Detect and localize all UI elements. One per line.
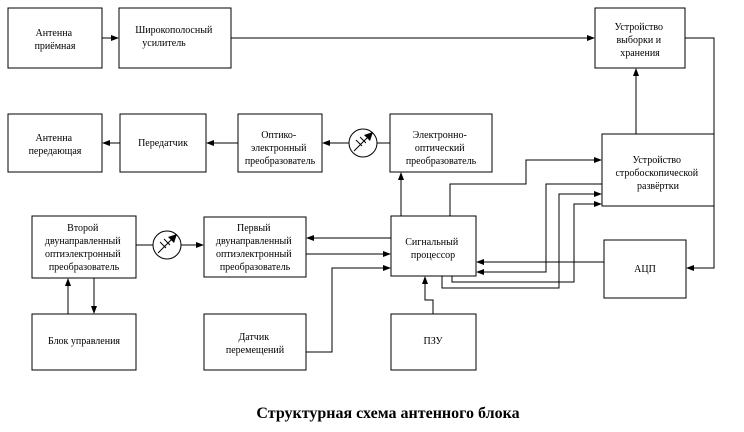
label-opto-electronic: Оптико- электронный преобразователь (245, 130, 316, 167)
conn-rom-processor (424, 282, 434, 314)
label-strobe-sweep: Устройство стробоскопической развёртки (615, 155, 700, 192)
label-antenna-rx: Антенна приёмная (35, 28, 76, 52)
label-first-bidir: Первый двунаправленный оптиэлектронный п… (216, 223, 294, 273)
label-displacement-sensor: Датчик перемещений (226, 332, 285, 356)
conn-sensor-processor (306, 267, 385, 353)
arrowhead (476, 259, 484, 265)
arrowhead (594, 191, 602, 197)
fiber-coupler-top-icon (348, 128, 378, 158)
arrowhead (594, 157, 602, 163)
block-antenna-tx (7, 113, 103, 173)
arrowhead (322, 140, 330, 146)
block-antenna-rx (7, 7, 103, 69)
label-rom: ПЗУ (423, 336, 443, 347)
diagram-caption: Структурная схема антенного блока (256, 405, 519, 422)
label-antenna-tx: Антенна передающая (29, 133, 82, 157)
arrowhead (398, 172, 404, 180)
block-second-bidir (31, 215, 137, 279)
arrowhead (594, 201, 602, 207)
conn-samplehold-adc (685, 37, 715, 269)
label-electro-optic: Электронно- оптический преобразователь (406, 130, 477, 167)
arrowhead (476, 269, 484, 275)
arrowhead (111, 35, 119, 41)
block-control-unit (31, 313, 137, 371)
block-broadband-amp (118, 7, 232, 69)
arrowhead (422, 276, 428, 284)
conn-processor-strobe-loop-2 (451, 203, 596, 283)
conn-processor-strobe-loop-1 (441, 193, 596, 289)
fiber-coupler-bottom-icon (152, 230, 182, 260)
label-second-bidir: Второй двунаправленный оптиэлектронный п… (45, 223, 123, 273)
label-transmitter: Передатчик (138, 138, 188, 149)
label-adc: АЦП (634, 264, 656, 275)
arrowhead (633, 68, 639, 76)
label-control-unit: Блок управления (48, 336, 120, 347)
conn-strobe-processor (482, 183, 602, 273)
block-first-bidir (203, 216, 307, 278)
block-strobe-sweep (601, 133, 715, 207)
block-sample-hold (594, 7, 686, 69)
arrowhead (587, 35, 595, 41)
arrowhead (206, 140, 214, 146)
label-sample-hold: Устройство выборки и хранения (614, 22, 665, 59)
arrowhead (65, 278, 71, 286)
block-opto-electronic (237, 113, 323, 173)
label-signal-processor: Сигнальный процессор (405, 237, 460, 261)
arrowhead (196, 242, 204, 248)
label-broadband-amp: Широкополосный усилитель (135, 25, 215, 49)
arrowhead (306, 235, 314, 241)
block-electro-optic (389, 113, 493, 173)
block-signal-processor (390, 215, 477, 277)
block-rom (390, 313, 477, 371)
block-transmitter (119, 113, 207, 173)
conn-processor-strobe (449, 159, 596, 216)
arrowhead (686, 265, 694, 271)
block-displacement-sensor (203, 313, 307, 371)
block-adc (603, 239, 687, 299)
arrowhead (102, 140, 110, 146)
arrowhead (383, 265, 391, 271)
arrowhead (383, 251, 391, 257)
arrowhead (91, 306, 97, 314)
connectors (65, 35, 715, 353)
